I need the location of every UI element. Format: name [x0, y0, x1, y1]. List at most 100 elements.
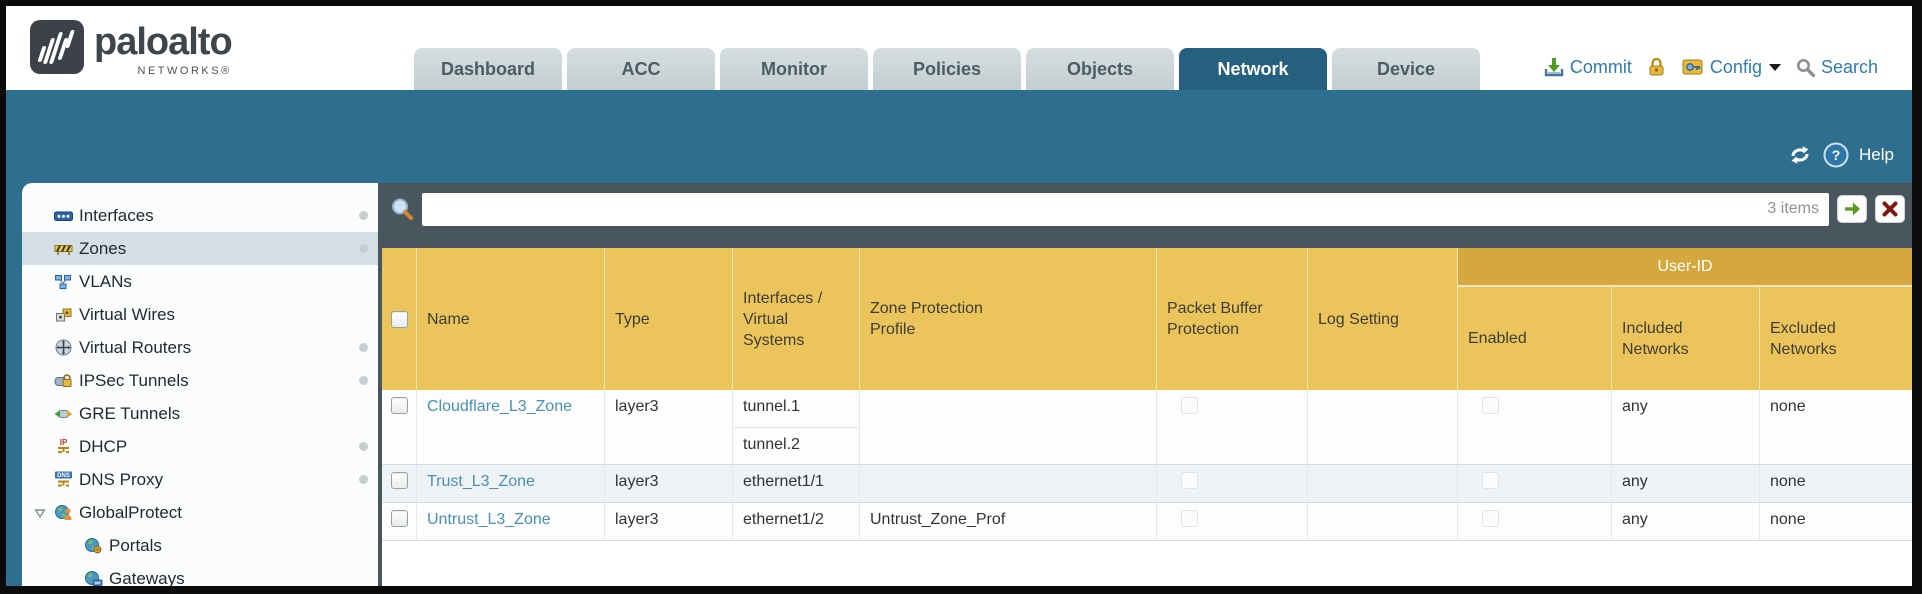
sidebar-item-vlans[interactable]: VLANs	[22, 265, 378, 298]
user-id-enabled-cell	[1458, 390, 1612, 464]
tab-acc[interactable]: ACC	[567, 48, 715, 90]
user-id-enabled-cell	[1458, 503, 1612, 540]
column-header-name[interactable]: Name	[417, 248, 605, 390]
sidebar-item-gre-tunnels[interactable]: GRE Tunnels	[22, 397, 378, 430]
help-link[interactable]: Help	[1859, 145, 1894, 164]
paloalto-logo-icon	[30, 20, 84, 74]
clear-filter-button[interactable]	[1875, 195, 1905, 223]
red-x-icon	[1882, 201, 1898, 217]
sidebar-item-gateways[interactable]: Gateways	[22, 562, 378, 586]
help-icon[interactable]: ?	[1823, 142, 1849, 168]
ipsec-tunnels-icon	[53, 372, 73, 390]
sidebar-item-label: VLANs	[79, 271, 132, 291]
interfaces-cell: ethernet1/1	[733, 465, 860, 502]
interface-value: tunnel.2	[733, 427, 859, 464]
enabled-checkbox	[1482, 397, 1499, 414]
search-icon	[1796, 58, 1816, 77]
column-header-packet-buffer-protection[interactable]: Packet Buffer Protection	[1157, 248, 1308, 390]
config-icon	[1682, 59, 1703, 75]
filter-input[interactable]	[422, 192, 1768, 226]
enabled-checkbox	[1482, 472, 1499, 489]
zone-name-link[interactable]: Untrust_L3_Zone	[427, 511, 551, 528]
row-checkbox[interactable]	[390, 397, 408, 414]
sidebar-item-ipsec-tunnels[interactable]: IPSec Tunnels	[22, 364, 378, 397]
row-checkbox[interactable]	[390, 472, 408, 489]
select-all-checkbox-cell	[382, 248, 417, 390]
column-header-included-networks[interactable]: Included Networks	[1612, 287, 1760, 390]
packet-buffer-protection-cell	[1157, 390, 1308, 464]
dhcp-icon: IP	[53, 438, 73, 456]
zone-name-link[interactable]: Cloudflare_L3_Zone	[427, 398, 572, 415]
zone-protection-profile-cell	[860, 390, 1157, 464]
column-header-interfaces-virtual-systems[interactable]: Interfaces / Virtual Systems	[733, 248, 860, 390]
column-header-log-setting[interactable]: Log Setting	[1308, 248, 1458, 390]
interfaces-icon	[53, 207, 73, 225]
sidebar-item-interfaces[interactable]: Interfaces	[22, 199, 378, 232]
sidebar-item-globalprotect[interactable]: GlobalProtect	[22, 496, 378, 529]
sidebar-item-label: Portals	[109, 535, 162, 555]
row-checkbox-cell	[382, 503, 417, 540]
lock-icon[interactable]	[1646, 56, 1667, 78]
svg-text:?: ?	[1832, 147, 1841, 163]
zone-type-cell: layer3	[605, 390, 733, 464]
user-id-enabled-cell	[1458, 465, 1612, 502]
config-menu[interactable]: Config	[1681, 56, 1781, 78]
apply-filter-button[interactable]	[1837, 195, 1867, 223]
column-header-zone-protection-profile[interactable]: Zone Protection Profile	[860, 248, 1157, 390]
tab-objects[interactable]: Objects	[1026, 48, 1174, 90]
row-checkbox-cell	[382, 465, 417, 502]
sidebar-item-label: IPSec Tunnels	[79, 370, 189, 390]
expander-triangle-icon[interactable]	[34, 506, 46, 524]
column-header-enabled[interactable]: Enabled	[1458, 287, 1612, 390]
row-checkbox[interactable]	[390, 510, 408, 527]
top-actions: Commit Config	[1543, 56, 1878, 78]
column-header-type[interactable]: Type	[605, 248, 733, 390]
gre-tunnels-icon	[53, 405, 73, 423]
select-all-checkbox[interactable]	[390, 310, 408, 328]
tab-device[interactable]: Device	[1332, 48, 1480, 90]
log-setting-cell	[1308, 465, 1458, 502]
log-setting-cell	[1308, 503, 1458, 540]
interface-value: ethernet1/1	[743, 473, 824, 490]
packet-buffer-checkbox	[1181, 397, 1198, 414]
tab-monitor[interactable]: Monitor	[720, 48, 868, 90]
sidebar-item-virtual-routers[interactable]: Virtual Routers	[22, 331, 378, 364]
commit-button[interactable]: Commit	[1543, 56, 1632, 78]
log-setting-cell	[1308, 390, 1458, 464]
tab-network[interactable]: Network	[1179, 48, 1327, 90]
tab-policies[interactable]: Policies	[873, 48, 1021, 90]
zone-name-cell: Untrust_L3_Zone	[417, 503, 605, 540]
sidebar-item-label: Zones	[79, 238, 127, 258]
zone-name-link[interactable]: Trust_L3_Zone	[427, 473, 535, 490]
commit-icon	[1544, 58, 1564, 77]
zone-type-cell: layer3	[605, 503, 733, 540]
chevron-down-icon	[1768, 63, 1781, 71]
sidebar-item-label: Virtual Wires	[79, 304, 176, 324]
packet-buffer-checkbox	[1181, 472, 1198, 489]
svg-text:DNS: DNS	[57, 473, 70, 479]
sidebar-item-virtual-wires[interactable]: Virtual Wires	[22, 298, 378, 331]
column-header-excluded-networks[interactable]: Excluded Networks	[1770, 319, 1837, 358]
filter-search-icon	[392, 198, 413, 220]
logo-wordmark: paloalto	[94, 21, 233, 63]
dns-proxy-icon: DNS	[53, 471, 73, 489]
tab-dashboard[interactable]: Dashboard	[414, 48, 562, 90]
interface-value: ethernet1/2	[743, 511, 824, 528]
sidebar-item-zones[interactable]: Zones	[22, 232, 378, 265]
logo-networks-text: NETWORKS®	[137, 65, 232, 77]
global-search-button[interactable]: Search	[1795, 57, 1878, 78]
refresh-icon[interactable]	[1787, 143, 1813, 167]
sidebar-item-portals[interactable]: Portals	[22, 529, 378, 562]
user-id-group-header: User-ID	[1458, 248, 1912, 287]
